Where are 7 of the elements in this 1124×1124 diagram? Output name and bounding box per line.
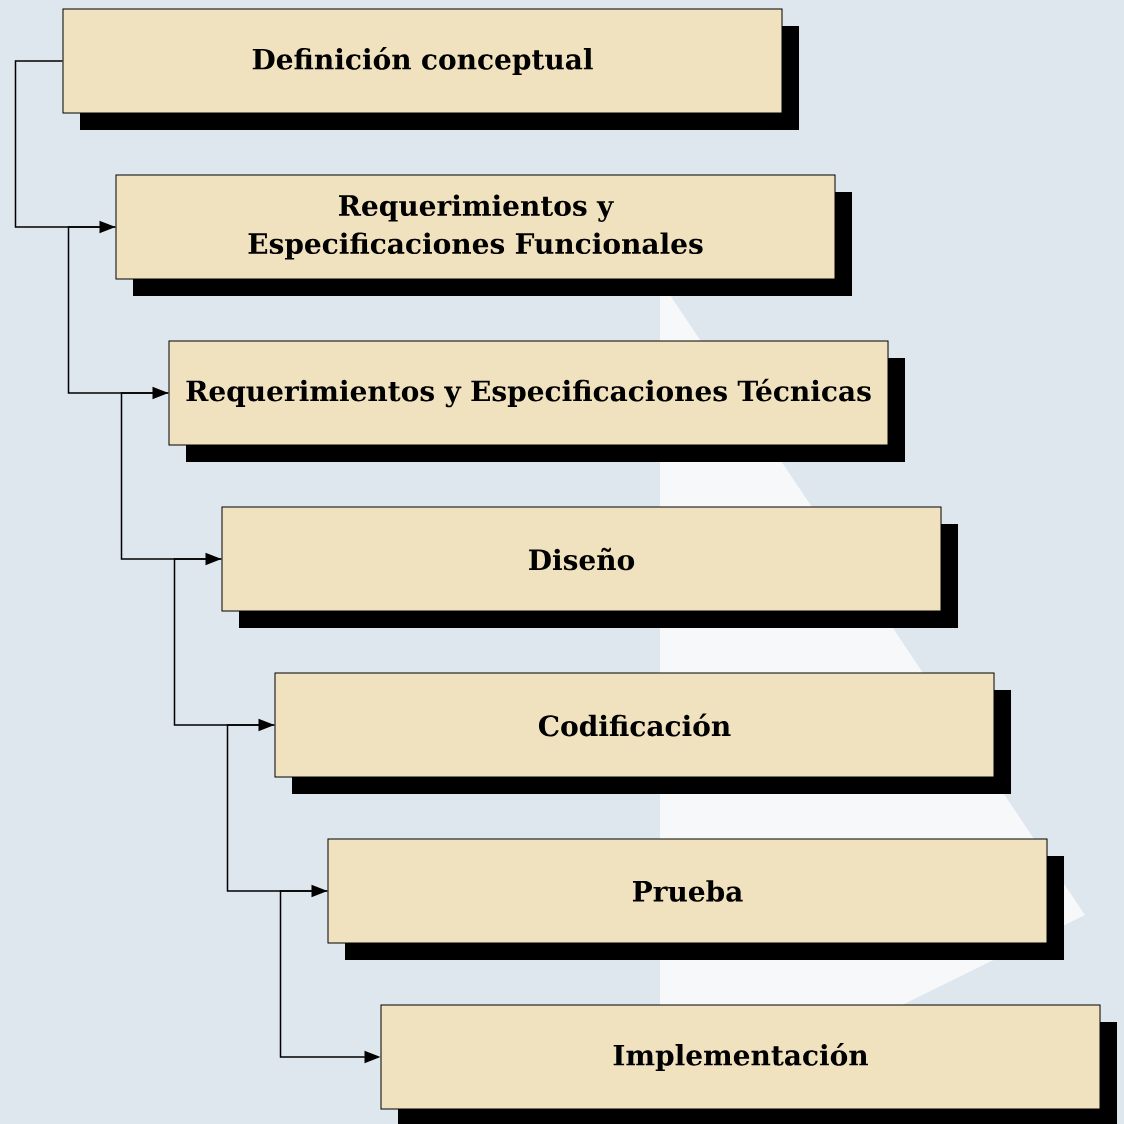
process-box: Codificación [274,672,1011,794]
process-box: Requerimientos y Especificaciones Técnicas [168,340,905,462]
process-box: Implementación [380,1004,1117,1124]
process-box: Diseño [221,506,958,628]
process-box: Definición conceptual [62,8,799,130]
process-box: Prueba [327,838,1064,960]
process-box: Requerimientos y Especificaciones Funcionales [115,174,852,296]
